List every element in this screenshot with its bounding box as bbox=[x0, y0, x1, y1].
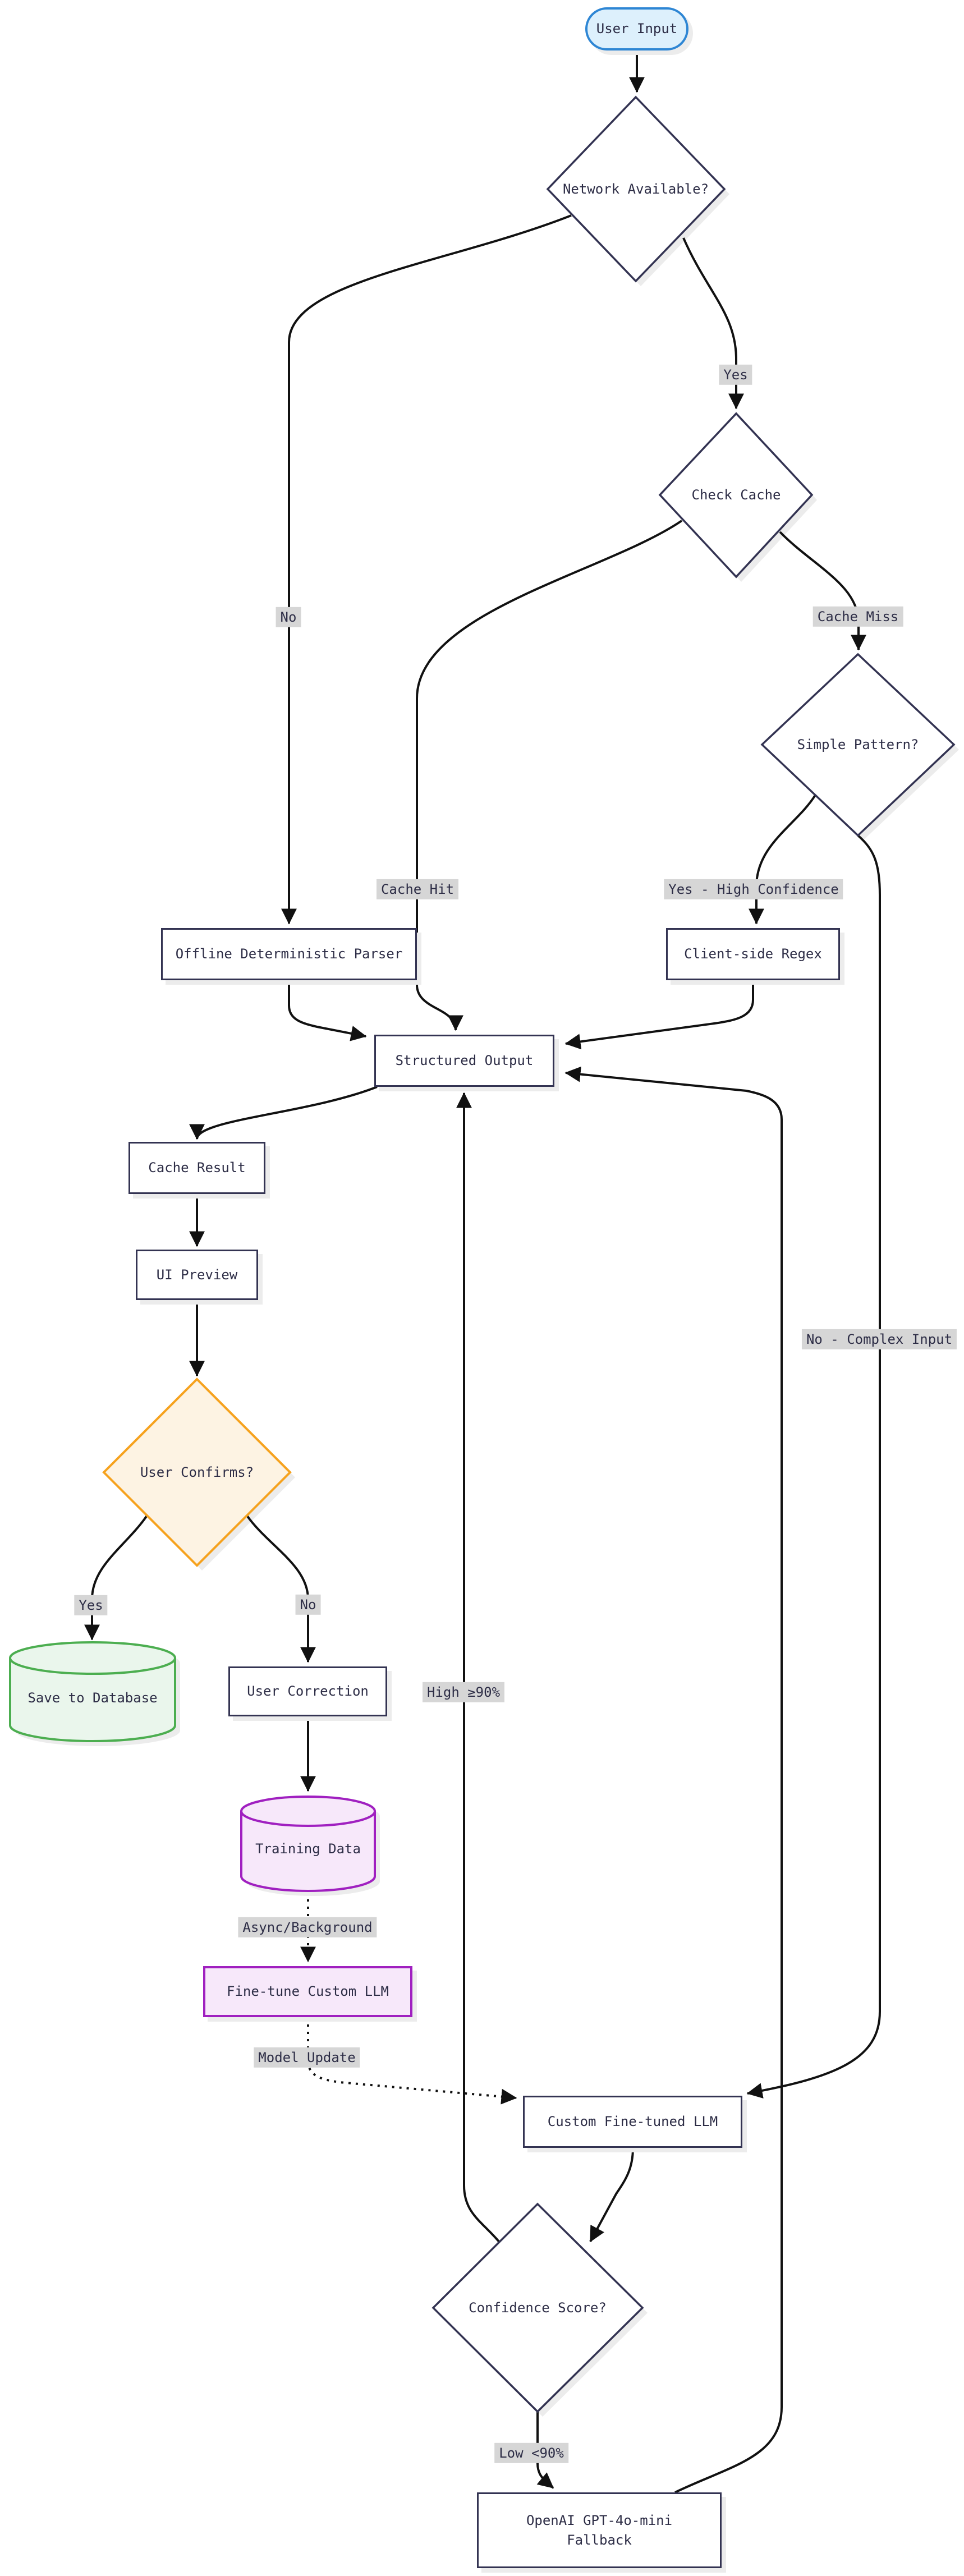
network-available-diamond bbox=[546, 95, 726, 283]
edge-cachehit-structured bbox=[416, 520, 683, 1031]
edge-structured-cacheresult bbox=[189, 1086, 378, 1140]
node-user-correction-label: User Correction bbox=[247, 1683, 369, 1700]
edge-label-low-confidence: Low <90% bbox=[494, 2442, 568, 2464]
node-ui-preview-label: UI Preview bbox=[156, 1266, 238, 1283]
node-openai-fallback: OpenAI GPT-4o-mini Fallback bbox=[477, 2492, 722, 2568]
edge-label-high-confidence: High ≥90% bbox=[422, 1682, 505, 1703]
node-client-side-regex: Client-side Regex bbox=[666, 928, 840, 980]
edge-fallback-structured bbox=[564, 1066, 783, 2494]
edge-label-cache-miss: Cache Miss bbox=[812, 606, 903, 627]
user-confirms-diamond bbox=[102, 1377, 292, 1567]
edge-label-confirm-no: No bbox=[295, 1594, 321, 1615]
check-cache-diamond bbox=[658, 412, 814, 578]
save-to-database-cylinder bbox=[9, 1641, 180, 1746]
edge-cachemiss-simplepattern bbox=[779, 531, 866, 651]
node-fine-tune-custom-llm: Fine-tune Custom LLM bbox=[203, 1966, 412, 2017]
node-offline-parser-label: Offline Deterministic Parser bbox=[175, 946, 403, 962]
edge-label-confirm-yes: Yes bbox=[74, 1595, 108, 1616]
edge-confirms-no-correction bbox=[246, 1514, 316, 1663]
node-offline-deterministic-parser: Offline Deterministic Parser bbox=[161, 928, 417, 980]
node-user-confirms-label: User Confirms? bbox=[140, 1464, 254, 1480]
edge-label-pattern-no: No - Complex Input bbox=[801, 1329, 957, 1350]
edge-label-async-background: Async/Background bbox=[238, 1917, 377, 1938]
node-structured-output: Structured Output bbox=[374, 1035, 554, 1087]
node-simple-pattern-label: Simple Pattern? bbox=[797, 737, 919, 752]
node-openai-fallback-line2: Fallback bbox=[567, 2532, 632, 2548]
node-training-data-label: Training Data bbox=[255, 1841, 361, 1857]
node-network-available-label: Network Available? bbox=[562, 181, 709, 197]
confidence-score-diamond bbox=[431, 2202, 644, 2413]
edge-network-no-offline bbox=[281, 214, 572, 925]
edge-pattern-yes-regex bbox=[749, 794, 816, 925]
node-structured-output-label: Structured Output bbox=[395, 1053, 534, 1069]
edge-confirms-yes-save bbox=[84, 1514, 148, 1641]
edge-label-model-update: Model Update bbox=[254, 2047, 360, 2068]
edge-customllm-confidence bbox=[589, 2147, 634, 2243]
node-cache-result: Cache Result bbox=[128, 1142, 265, 1194]
node-cache-result-label: Cache Result bbox=[148, 1160, 246, 1176]
edge-label-network-yes: Yes bbox=[719, 364, 752, 385]
node-custom-llm-label: Custom Fine-tuned LLM bbox=[547, 2114, 718, 2130]
node-user-correction: User Correction bbox=[228, 1666, 387, 1716]
training-data-cylinder bbox=[240, 1796, 380, 1896]
node-custom-fine-tuned-llm: Custom Fine-tuned LLM bbox=[523, 2096, 742, 2148]
node-client-regex-label: Client-side Regex bbox=[684, 946, 822, 962]
node-openai-fallback-line1: OpenAI GPT-4o-mini bbox=[526, 2512, 673, 2528]
edge-label-pattern-yes: Yes - High Confidence bbox=[664, 879, 843, 900]
node-check-cache-label: Check Cache bbox=[691, 487, 781, 503]
edge-offline-structured bbox=[288, 980, 367, 1041]
edge-network-yes-checkcache bbox=[682, 237, 744, 410]
edge-label-network-no: No bbox=[276, 607, 301, 628]
edge-pattern-no-customllm bbox=[746, 834, 881, 2099]
node-save-to-database-label: Save to Database bbox=[27, 1690, 158, 1706]
edge-regex-structured bbox=[564, 980, 754, 1050]
node-user-input: User Input bbox=[585, 7, 688, 50]
node-ui-preview: UI Preview bbox=[136, 1250, 258, 1300]
node-user-input-label: User Input bbox=[596, 21, 678, 37]
node-confidence-score-label: Confidence Score? bbox=[469, 2300, 607, 2316]
node-fine-tune-label: Fine-tune Custom LLM bbox=[227, 1983, 389, 2000]
edge-label-cache-hit: Cache Hit bbox=[376, 879, 459, 900]
simple-pattern-diamond bbox=[760, 653, 956, 837]
edge-high-structured bbox=[456, 1092, 501, 2243]
